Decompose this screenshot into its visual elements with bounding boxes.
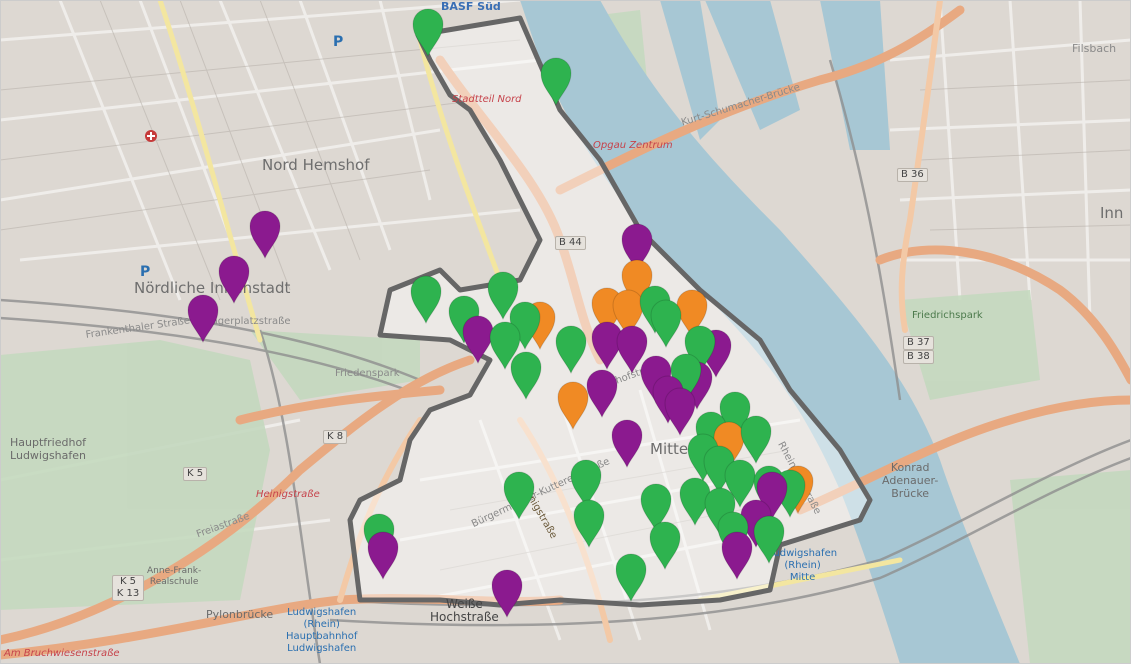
map-pin-icon: [616, 325, 648, 374]
map-pin-icon: [664, 387, 696, 436]
label-k8: K 8: [323, 430, 348, 444]
map-marker-green[interactable]: [752, 514, 786, 564]
map-marker-green[interactable]: [554, 324, 588, 374]
map-pin-icon: [218, 255, 250, 304]
map-marker-purple[interactable]: [585, 368, 619, 418]
map-pin-icon: [489, 321, 521, 370]
map-pin-icon: [640, 483, 672, 532]
map-pin-icon: [724, 459, 756, 508]
map-pin-icon: [503, 471, 535, 520]
label-lagerplatzstrasse: Lagerplatzstraße: [206, 316, 291, 327]
map-pin-icon: [586, 369, 618, 418]
label-b44: B 44: [555, 236, 586, 250]
map-pin-icon: [410, 275, 442, 324]
label-weisse-hochstrasse: Weiße Hochstraße: [430, 597, 499, 624]
label-b36: B 36: [897, 168, 928, 182]
map-marker-purple[interactable]: [490, 568, 524, 618]
map-pin-icon: [491, 569, 523, 618]
map-marker-purple[interactable]: [461, 314, 495, 364]
map-marker-green[interactable]: [739, 414, 773, 464]
label-hauptfriedhof: Hauptfriedhof Ludwigshafen: [10, 436, 87, 462]
map-pin-icon: [650, 299, 682, 348]
parking-icon: P: [333, 34, 344, 50]
label-nord-hemshof: Nord Hemshof: [262, 156, 370, 174]
map-marker-green[interactable]: [723, 458, 757, 508]
label-k5-k13: K 5 K 13: [112, 575, 144, 601]
map-marker-green[interactable]: [569, 458, 603, 508]
label-bruchwiesenstrasse: Am Bruchwiesenstraße: [4, 648, 120, 659]
map-pin-icon: [740, 415, 772, 464]
label-heinigstrasse: Heinigstraße: [256, 489, 320, 500]
label-mitte: Mitte: [650, 440, 689, 458]
map-marker-orange[interactable]: [611, 288, 645, 338]
map-pin-icon: [540, 57, 572, 106]
label-friedrichspark: Friedrichspark: [912, 310, 983, 321]
district-boundary: [347, 15, 873, 608]
map-pin-icon: [412, 8, 444, 57]
map-marker-purple[interactable]: [620, 222, 654, 272]
label-inn: Inn: [1100, 204, 1124, 222]
map-pin-icon: [611, 419, 643, 468]
map-pin-icon: [555, 325, 587, 374]
label-b38: B 38: [903, 350, 934, 364]
map-marker-orange[interactable]: [556, 380, 590, 430]
map-marker-purple[interactable]: [663, 386, 697, 436]
label-pylonbruecke: Pylonbrücke: [206, 608, 274, 621]
map-marker-green[interactable]: [488, 320, 522, 370]
map-marker-purple[interactable]: [720, 530, 754, 580]
label-konrad-adenauer-bruecke: Konrad Adenauer- Brücke: [882, 461, 939, 500]
map-marker-purple[interactable]: [610, 418, 644, 468]
map-pin-icon: [367, 531, 399, 580]
map-marker-purple[interactable]: [366, 530, 400, 580]
map-pin-icon: [621, 223, 653, 272]
parking-icon: P: [140, 264, 151, 280]
map-pin-icon: [621, 259, 653, 308]
label-basf-sued: BASF Süd: [441, 0, 501, 13]
label-noerdliche-innenstadt: Nördliche Innenstadt: [134, 279, 291, 297]
map-pin-icon: [721, 531, 753, 580]
label-k5: K 5: [183, 467, 208, 481]
map-marker-purple[interactable]: [615, 324, 649, 374]
map-pin-icon: [510, 351, 542, 400]
map-pin-icon: [462, 315, 494, 364]
map-pin-icon: [557, 381, 589, 430]
map-marker-green[interactable]: [648, 520, 682, 570]
label-opgau-zentrum: Opgau Zentrum: [593, 140, 673, 151]
map-pin-icon: [573, 499, 605, 548]
label-stadtteil-nord: Stadtteil Nord: [452, 94, 522, 105]
map-pin-icon: [570, 459, 602, 508]
label-friedenspark: Friedenspark: [335, 368, 400, 379]
map-marker-green[interactable]: [409, 274, 443, 324]
map-marker-green[interactable]: [649, 298, 683, 348]
map-marker-purple[interactable]: [248, 209, 282, 259]
map-marker-green[interactable]: [639, 482, 673, 532]
map-marker-green[interactable]: [486, 270, 520, 320]
map-marker-orange[interactable]: [620, 258, 654, 308]
map-pin-icon: [649, 521, 681, 570]
map-marker-purple[interactable]: [755, 470, 789, 520]
map-pin-icon: [756, 471, 788, 520]
label-ludwigshafen-hauptbahnhof: Ludwigshafen (Rhein) Hauptbahnhof Ludwig…: [286, 607, 358, 654]
map-marker-green[interactable]: [683, 324, 717, 374]
map-marker-green[interactable]: [539, 56, 573, 106]
map-marker-green[interactable]: [509, 350, 543, 400]
map-pin-icon: [187, 294, 219, 343]
map-marker-purple[interactable]: [217, 254, 251, 304]
map-pin-icon: [487, 271, 519, 320]
map-marker-green[interactable]: [502, 470, 536, 520]
label-filsbach: Filsbach: [1072, 42, 1117, 55]
map-pin-icon: [753, 515, 785, 564]
map-marker-green[interactable]: [614, 552, 648, 602]
map-pin-icon: [615, 553, 647, 602]
map-pin-icon: [612, 289, 644, 338]
label-anne-frank-realschule: Anne-Frank- Realschule: [147, 566, 202, 587]
map-pin-icon: [249, 210, 281, 259]
map-marker-green[interactable]: [411, 7, 445, 57]
map-marker-green[interactable]: [572, 498, 606, 548]
label-ludwigshafen-rhein-mitte: Ludwigshafen (Rhein) Mitte: [768, 548, 838, 583]
map-marker-purple[interactable]: [186, 293, 220, 343]
map-pin-icon: [684, 325, 716, 374]
label-b37: B 37: [903, 336, 934, 350]
